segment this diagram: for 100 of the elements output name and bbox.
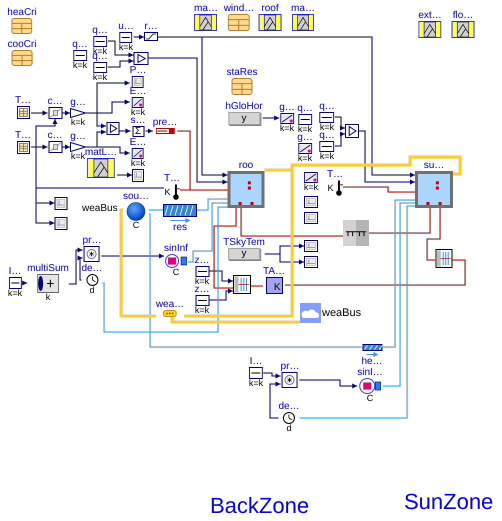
block-label: heaCri [7,8,37,18]
parameter-label: k=k [298,125,312,133]
arrow [133,34,144,40]
arrow [107,40,134,58]
arrow [62,144,70,150]
connector-line [148,214,362,348]
block-label: T… [14,96,32,106]
block-label: TA… [262,267,286,277]
connector-label: C [132,221,140,229]
arrow [22,280,28,286]
parameter-label: k=k [194,277,210,285]
port-label: weaBus [82,204,118,214]
parameter-label: k [46,293,50,301]
block-label: TSkyTem [223,238,265,248]
bus-line [120,208,156,318]
zone-title: BackZone [210,494,310,518]
block-label: I… [250,357,262,367]
block-label: q… [92,26,108,36]
block-label: su… [424,161,444,171]
block-label: sinI… [357,368,383,378]
arrow [145,128,154,134]
block-label: q… [72,40,88,50]
block-label: g… [70,98,86,108]
unit-label: K [328,184,334,192]
connector-line [368,208,430,234]
connector-line [196,198,228,210]
temperature-converter-block: K [266,277,282,294]
block-label: q… [319,102,335,112]
block-label: roo [238,161,254,171]
block-label: ma… [291,4,315,14]
block-label: ma… [194,4,218,14]
signal-source-block: y [228,248,260,260]
block-label: de… [278,402,300,412]
block-label: multiSum [27,264,69,274]
block-label: T… [14,131,32,141]
block-label: wea… [156,300,184,310]
arrow [209,288,234,300]
block-label: cooCri [8,40,36,50]
connector-line [187,202,228,262]
arrow [298,380,358,388]
arrow [262,372,282,378]
parameter-label: k=k [8,289,22,297]
block-label: q… [319,131,335,141]
block-label: flo… [452,11,474,21]
arrow [116,172,132,178]
parameter-label: k=k [304,183,318,191]
bus-line [170,317,300,324]
connector-line [102,206,228,332]
arrow [262,116,280,120]
parameter-label: k=k [130,108,146,116]
block-label: z… [194,256,210,266]
arrow [334,116,346,130]
parameter-label: k=k [70,152,86,160]
block-label: E… [130,138,146,148]
parameter-label: k=k [280,124,294,132]
block-label: g… [70,132,86,142]
arrow [107,58,134,68]
block-label: pre… [152,118,178,128]
block-label: q… [297,104,313,114]
zone-title: SunZone [404,490,494,514]
arrow [118,128,131,134]
block-label: res [173,223,187,233]
parameter-label: k=k [130,159,146,167]
parameter-label: k=k [70,118,86,126]
arrow [62,110,70,116]
parameter-label: k=k [92,73,108,81]
connector-line [240,208,344,236]
connector-label: C [172,268,180,276]
block-label: sinInf [164,244,188,254]
block-label: I… [8,267,22,277]
block-label: pr… [280,362,300,372]
arrow [334,132,346,146]
block-label: z… [194,285,210,295]
block-label: T… [164,174,180,184]
sum-block: Σ [132,126,144,137]
arrow [86,146,130,156]
arrow [270,382,282,418]
block-label: ext… [418,11,442,21]
connector-line [299,206,416,418]
block-label: he… [361,357,383,367]
connector-label: d [89,286,94,294]
arrow [78,256,84,280]
block-label: P… [130,66,146,76]
parameter-label: k=k [320,123,334,131]
unit-label: K [164,188,170,196]
arrow [30,144,48,150]
connector-line [426,208,440,260]
arrow [100,254,165,258]
arrow [30,110,48,116]
connector-label: C [366,394,374,402]
arrow [68,248,84,284]
parameter-label: k=k [298,154,312,162]
block-label: E… [130,87,146,97]
connector-line [382,202,416,386]
connector-line [382,200,416,348]
arrow [86,80,130,114]
block-label: pr… [82,236,102,246]
arrow [209,270,234,284]
block-label: g… [297,133,313,143]
connector-line [284,260,466,286]
